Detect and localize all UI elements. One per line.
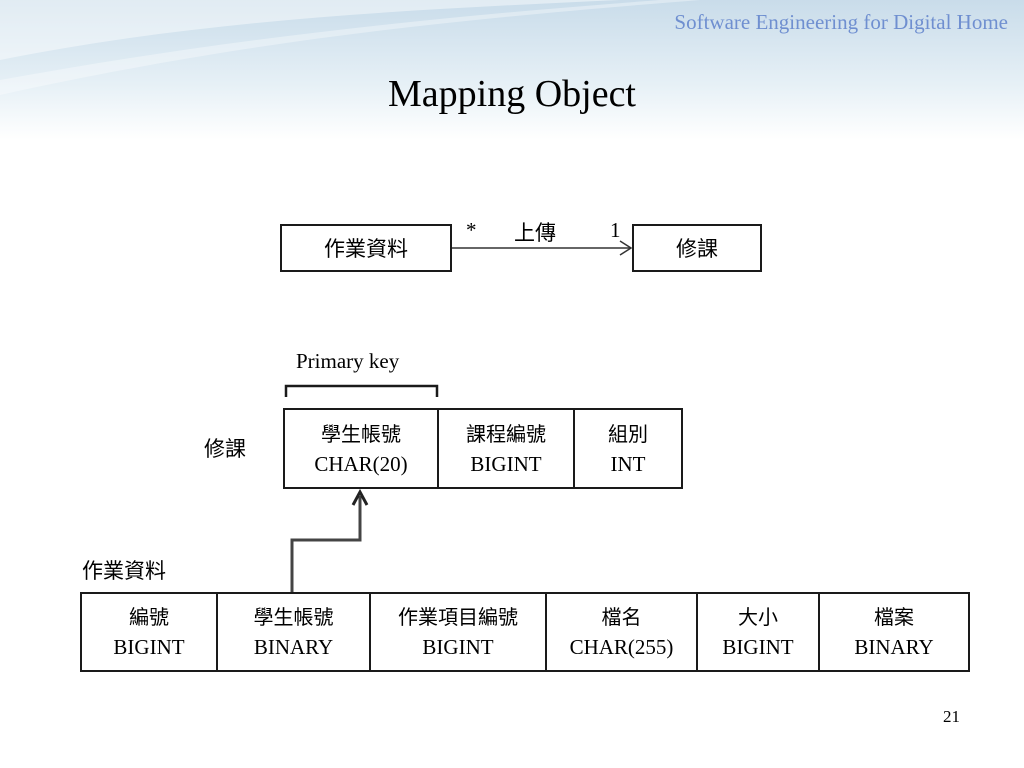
uml-source-class-label: 作業資料 [324,237,408,261]
column-type: BIGINT [470,451,542,476]
column-name: 學生帳號 [321,421,401,446]
column-type: BIGINT [113,635,185,659]
table-homework-data: 編號 BIGINT 學生帳號 BINARY 作業項目編號 BIGINT 檔名 C… [80,592,970,672]
table-column: 作業項目編號 BIGINT [371,594,547,670]
column-name: 大小 [738,605,778,629]
uml-target-class-label: 修課 [676,237,718,261]
table-course-enrollment: 學生帳號 CHAR(20) 課程編號 BIGINT 組別 INT [283,408,683,489]
table-column: 組別 INT [575,410,681,487]
column-name: 組別 [608,421,648,446]
table-column: 學生帳號 CHAR(20) [285,410,439,487]
table-column: 編號 BIGINT [82,594,218,670]
slide-title: Mapping Object [387,73,636,115]
foreign-key-connector [290,496,362,592]
column-type: INT [610,451,646,476]
column-type: CHAR(255) [569,635,674,659]
column-type: CHAR(20) [314,451,408,476]
column-name: 檔案 [874,605,914,629]
uml-arrowhead [619,240,633,256]
column-name: 檔名 [601,605,642,629]
column-type: BIGINT [722,635,794,659]
column-name: 編號 [129,605,169,629]
column-type: BINARY [854,635,934,659]
table-name-homework-data: 作業資料 [82,559,166,583]
table-column: 大小 BIGINT [698,594,820,670]
primary-key-label: Primary key [296,349,400,373]
column-name: 作業項目編號 [398,605,518,629]
foreign-key-arrowhead [351,488,369,506]
uml-target-class: 修課 [632,224,762,272]
column-name: 課程編號 [466,421,546,446]
uml-target-multiplicity: 1 [610,218,621,242]
uml-association-name: 上傳 [514,221,556,245]
column-type: BINARY [253,635,334,659]
page-number: 21 [943,707,960,726]
primary-key-bracket [284,384,439,397]
uml-source-multiplicity: * [466,218,477,242]
header-banner [0,0,1024,140]
slide-header: Software Engineering for Digital Home [674,10,1008,34]
uml-source-class: 作業資料 [280,224,452,272]
column-name: 學生帳號 [253,605,334,629]
table-column: 檔名 CHAR(255) [547,594,698,670]
table-column: 檔案 BINARY [820,594,968,670]
table-name-course-enrollment: 修課 [204,437,246,461]
table-column: 學生帳號 BINARY [218,594,371,670]
table-column: 課程編號 BIGINT [439,410,575,487]
column-type: BIGINT [422,635,494,659]
